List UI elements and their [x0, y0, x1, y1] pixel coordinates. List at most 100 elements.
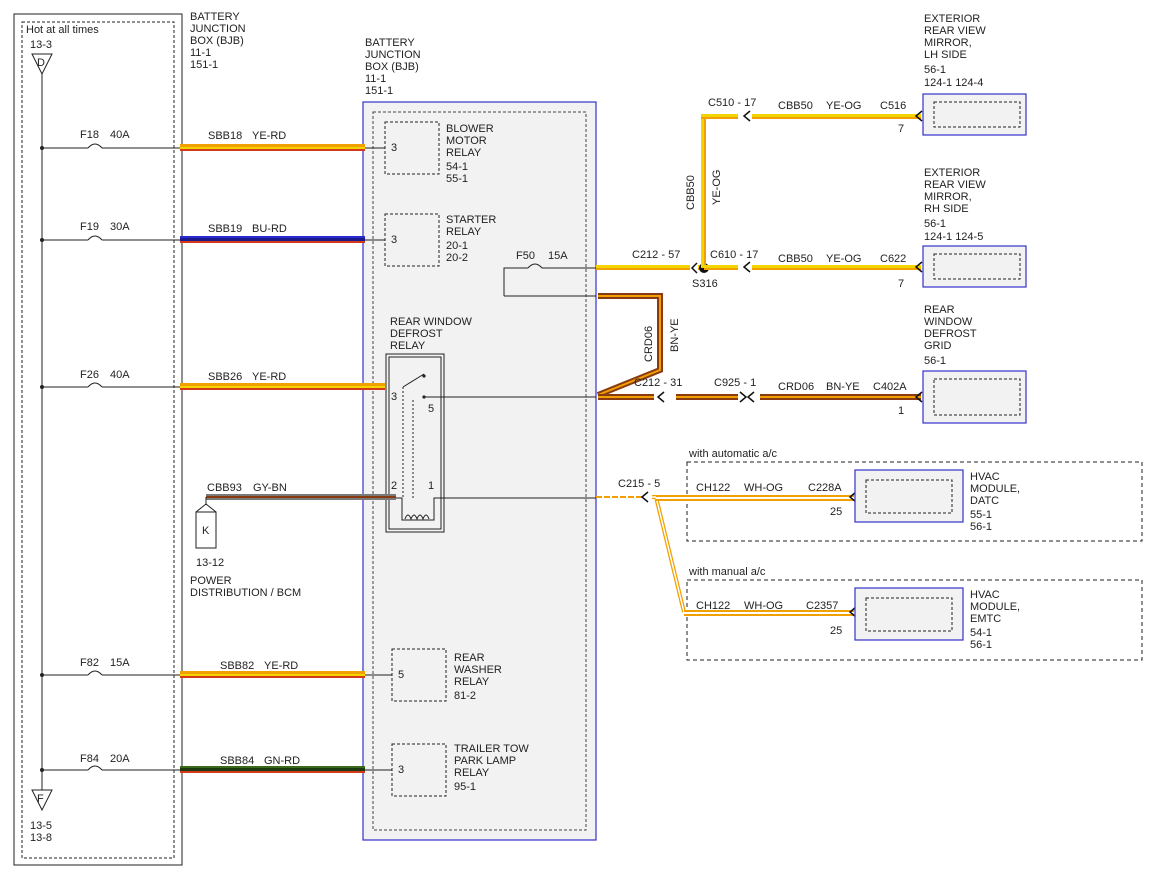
svg-text:124-1 124-5: 124-1 124-5: [924, 231, 983, 243]
svg-text:MODULE,: MODULE,: [970, 483, 1020, 495]
connector-k-icon: K: [195, 503, 217, 549]
svg-text:20-2: 20-2: [446, 252, 468, 264]
svg-text:56-1: 56-1: [924, 355, 946, 367]
svg-text:2: 2: [391, 480, 397, 492]
fuse-f18-row: F18 40A: [40, 129, 180, 150]
relay-rear-washer: 5 REAR WASHER RELAY 81-2: [391, 648, 502, 702]
svg-text:25: 25: [830, 625, 842, 637]
auto-ac-option-box: [686, 461, 1143, 542]
wire-ch122-manual: CH122 WH-OG C2357 25: [684, 600, 857, 637]
bjb-center-line-4: 11-1: [365, 73, 386, 85]
module-hvac-datc: HVAC MODULE, DATC 55-1 56-1: [854, 469, 1020, 533]
svg-text:54-1: 54-1: [970, 627, 992, 639]
relay-rear-window-defrost: REAR WINDOW DEFROST RELAY 3 5 2 1: [385, 316, 596, 533]
svg-text:TRAILER TOW: TRAILER TOW: [454, 743, 529, 755]
svg-text:YE-RD: YE-RD: [252, 371, 286, 383]
fuse-f19-id: F19: [80, 221, 99, 233]
fuse-f18-id: F18: [80, 129, 99, 141]
module-hvac-emtc: HVAC MODULE, EMTC 54-1 56-1: [854, 587, 1020, 651]
wire-crd06: C212 - 31 C925 - 1 CRD06 BN-YE C402A 1: [598, 377, 923, 417]
svg-text:WINDOW: WINDOW: [924, 316, 973, 328]
fuse-f26-amp: 40A: [110, 369, 130, 381]
svg-text:BN-YE: BN-YE: [826, 381, 860, 393]
hot-at-all-times-label: Hot at all times: [26, 24, 99, 36]
connector-f-icon: F: [31, 789, 53, 812]
fuse-f82-amp: 15A: [110, 657, 130, 669]
svg-text:BU-RD: BU-RD: [252, 223, 287, 235]
svg-text:SBB84: SBB84: [220, 755, 254, 767]
wire-ch122-auto: CH122 WH-OG C228A 25: [656, 482, 857, 518]
fuse-f82-row: F82 15A: [40, 657, 180, 677]
svg-text:REAR VIEW: REAR VIEW: [924, 179, 986, 191]
svg-text:3: 3: [398, 764, 404, 776]
relay-coil-icon: [404, 514, 430, 521]
wire-c610-17: C610 - 17 CBB50 YE-OG C622 7: [704, 249, 923, 290]
svg-text:LH SIDE: LH SIDE: [924, 49, 967, 61]
bjb-center-inner: [372, 111, 587, 831]
wire-sbb82: SBB82 YE-RD: [180, 660, 392, 678]
svg-text:F50: F50: [516, 250, 535, 262]
svg-text:MOTOR: MOTOR: [446, 135, 487, 147]
svg-text:PARK LAMP: PARK LAMP: [454, 755, 516, 767]
svg-text:1: 1: [898, 405, 904, 417]
k-name-1: POWER: [190, 575, 232, 587]
svg-text:1: 1: [428, 480, 434, 492]
fuse-f26-id: F26: [80, 369, 99, 381]
svg-text:CBB50: CBB50: [685, 175, 697, 210]
svg-text:C610 - 17: C610 - 17: [710, 249, 758, 261]
svg-text:YE-OG: YE-OG: [826, 100, 861, 112]
wire-crd06-vertical: CRD06 BN-YE: [596, 293, 681, 398]
wire-sbb19: SBB19 BU-RD: [180, 223, 385, 243]
svg-text:HVAC: HVAC: [970, 589, 1000, 601]
svg-text:EXTERIOR: EXTERIOR: [924, 167, 980, 179]
fuse-f26-row: F26 40A: [40, 369, 180, 389]
module-defrost-grid: REAR WINDOW DEFROST GRID 56-1: [922, 304, 1027, 424]
svg-text:SBB19: SBB19: [208, 223, 242, 235]
svg-text:SBB82: SBB82: [220, 660, 254, 672]
svg-text:RELAY: RELAY: [454, 767, 490, 779]
svg-text:BN-YE: BN-YE: [669, 318, 681, 352]
svg-text:K: K: [202, 525, 210, 537]
module-mirror-rh: EXTERIOR REAR VIEW MIRROR, RH SIDE 56-1 …: [922, 167, 1027, 288]
svg-text:C925 - 1: C925 - 1: [714, 377, 756, 389]
svg-text:54-1: 54-1: [446, 161, 468, 173]
svg-text:C622: C622: [880, 253, 906, 265]
svg-text:5: 5: [398, 669, 404, 681]
svg-text:56-1: 56-1: [970, 639, 992, 651]
svg-text:C402A: C402A: [873, 381, 907, 393]
left-panel-inner: [21, 21, 175, 859]
svg-text:C2357: C2357: [806, 600, 838, 612]
svg-text:HVAC: HVAC: [970, 471, 1000, 483]
svg-text:BLOWER: BLOWER: [446, 123, 494, 135]
svg-text:WH-OG: WH-OG: [744, 482, 783, 494]
wire-c510-17: C510 - 17 CBB50 YE-OG C516 7: [701, 97, 923, 135]
wire-sbb26: SBB26 YE-RD: [180, 371, 385, 390]
svg-text:DEFROST: DEFROST: [924, 328, 977, 340]
bottom-ref-1: 13-5: [30, 820, 52, 832]
fuse-f18-icon: [87, 143, 103, 149]
svg-text:WH-OG: WH-OG: [744, 600, 783, 612]
svg-text:56-1: 56-1: [924, 218, 946, 230]
svg-text:CBB93: CBB93: [207, 482, 242, 494]
svg-text:CRD06: CRD06: [643, 326, 655, 362]
wire-sbb84: SBB84 GN-RD: [180, 755, 392, 773]
svg-text:MIRROR,: MIRROR,: [924, 191, 972, 203]
k-name-2: DISTRIBUTION / BCM: [190, 587, 301, 599]
svg-text:RELAY: RELAY: [446, 147, 482, 159]
fuse-f19-icon: [87, 235, 103, 241]
relay-blower: 3 BLOWER MOTOR RELAY 54-1 55-1: [384, 121, 494, 185]
svg-text:D: D: [37, 57, 45, 69]
svg-text:81-2: 81-2: [454, 690, 476, 702]
k-ref: 13-12: [196, 557, 224, 569]
svg-text:CH122: CH122: [696, 600, 730, 612]
left-panel-outer: [13, 13, 183, 866]
svg-text:BOX (BJB): BOX (BJB): [190, 35, 244, 47]
svg-text:REAR: REAR: [454, 652, 485, 664]
svg-text:SBB18: SBB18: [208, 130, 242, 142]
svg-text:11-1: 11-1: [190, 47, 211, 59]
svg-text:56-1: 56-1: [924, 64, 946, 76]
bjb-center-line-3: BOX (BJB): [365, 61, 419, 73]
relay-trailer-tow: 3 TRAILER TOW PARK LAMP RELAY 95-1: [391, 743, 529, 797]
wire-sbb18: SBB18 YE-RD: [180, 130, 385, 151]
